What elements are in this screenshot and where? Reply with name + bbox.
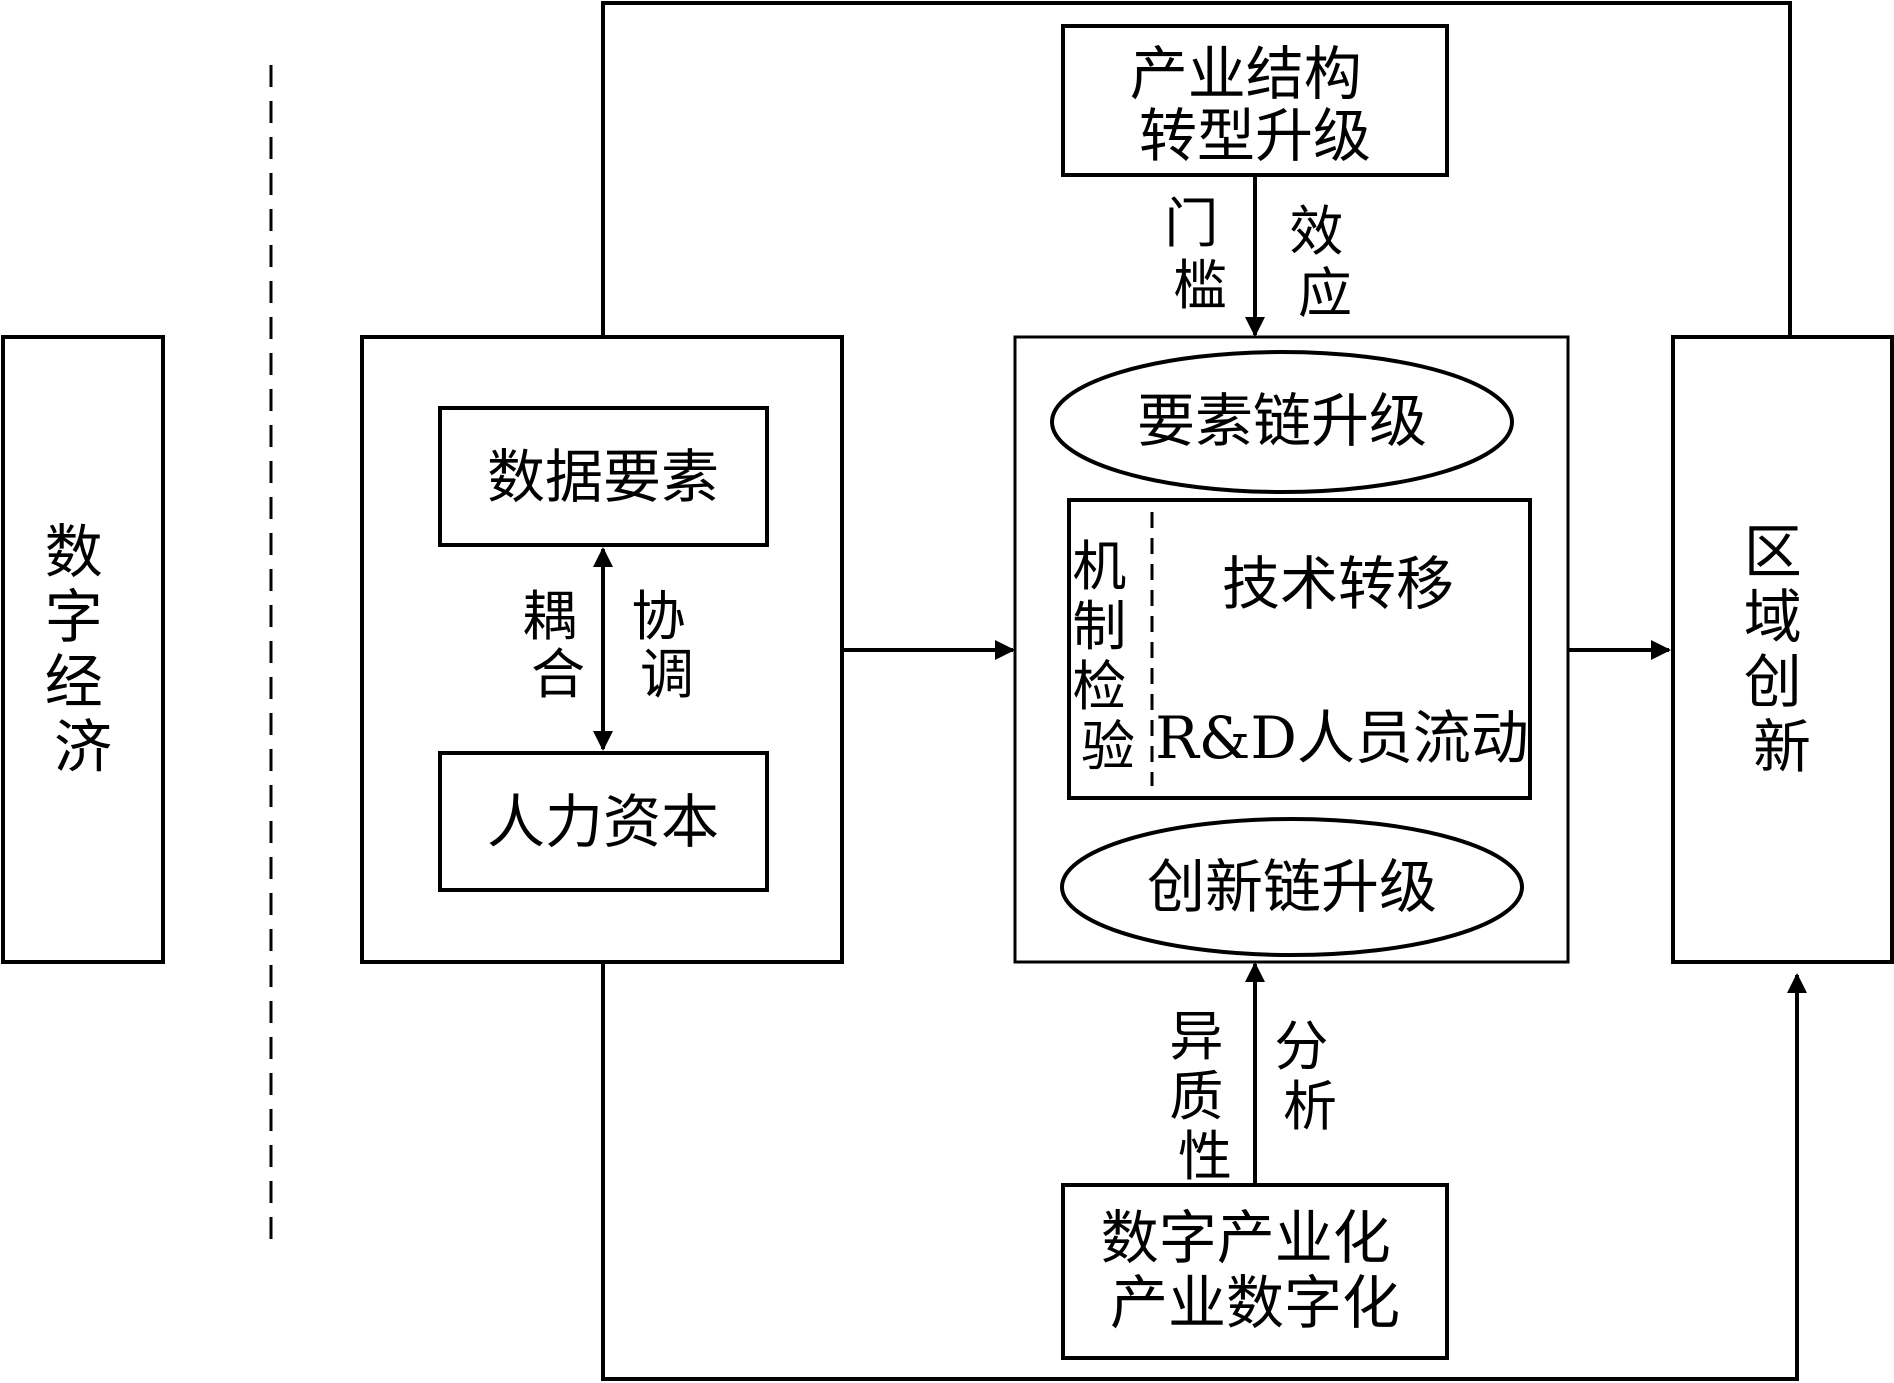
digital-economy-label: 数 字 经 济	[45, 518, 121, 781]
threshold-left-label: 门 槛	[1164, 192, 1235, 317]
innovation-chain-label: 创新链升级	[1147, 853, 1437, 921]
threshold-right-label: 效 应	[1289, 200, 1360, 325]
heterogeneity-left-label: 异 质 性	[1169, 1005, 1240, 1188]
digitalization-box: 数字产业化 产业数字化	[1061, 1183, 1449, 1360]
coupling-right-label: 协 调	[631, 585, 702, 706]
innovation-chain-ellipse: 创新链升级	[1060, 817, 1524, 957]
industry-structure-box: 产业结构 转型升级	[1061, 24, 1449, 177]
mechanism-test-box: 机 制 检 验 技术转移 R&D人员流动	[1067, 498, 1532, 800]
bottom-loop-line	[601, 963, 1799, 1381]
factor-chain-label: 要素链升级	[1137, 387, 1427, 455]
digital-economy-box: 数 字 经 济	[1, 335, 165, 964]
tech-transfer-label: 技术转移	[1222, 550, 1454, 618]
data-factor-box: 数据要素	[438, 406, 769, 547]
mechanism-test-label: 机 制 检 验	[1072, 535, 1143, 778]
top-loop-line	[601, 1, 1792, 335]
data-factor-label: 数据要素	[487, 443, 719, 511]
coupling-left-label: 耦 合	[522, 585, 593, 706]
human-capital-box: 人力资本	[438, 751, 769, 892]
regional-innovation-box: 区 域 创 新	[1671, 335, 1894, 964]
heterogeneity-right-label: 分 析	[1274, 1015, 1345, 1138]
regional-innovation-label: 区 域 创 新	[1744, 518, 1820, 781]
rd-flow-label: R&D人员流动	[1155, 704, 1529, 772]
industry-structure-label: 产业结构 转型升级	[1130, 40, 1380, 170]
human-capital-label: 人力资本	[487, 788, 719, 856]
digitalization-label: 数字产业化 产业数字化	[1101, 1204, 1409, 1337]
factor-chain-ellipse: 要素链升级	[1050, 350, 1514, 494]
